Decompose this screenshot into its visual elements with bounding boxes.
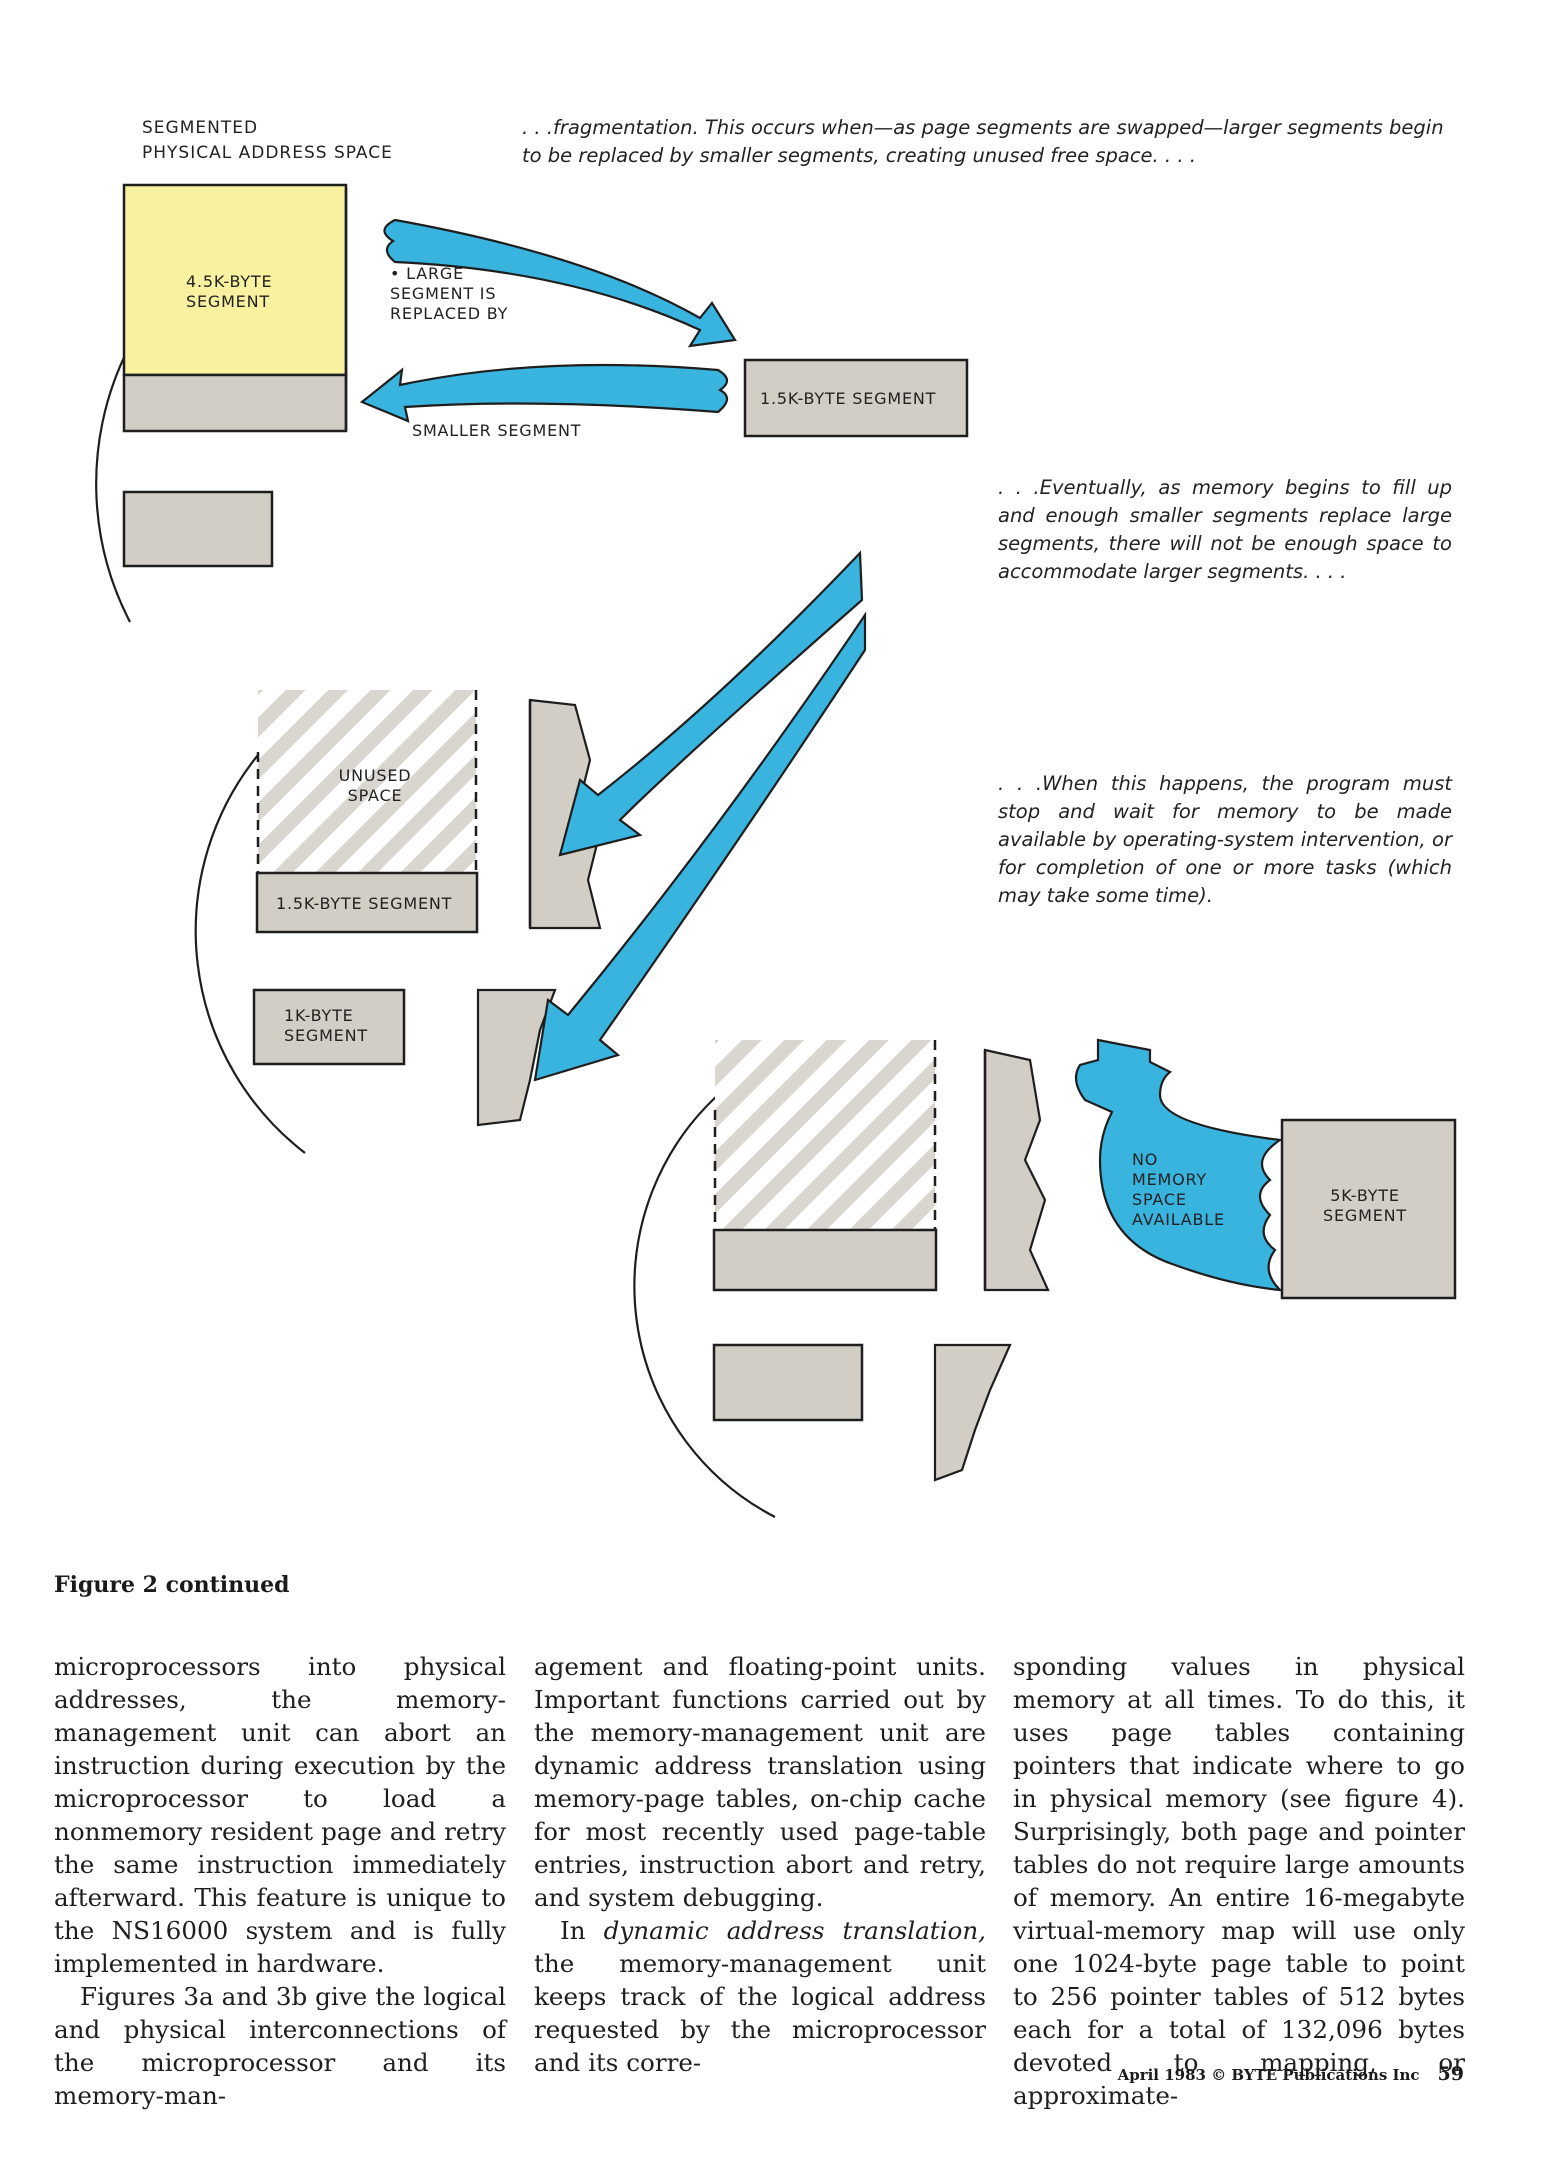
caption-fragmentation: . . .fragmentation. This occurs when—as … bbox=[522, 116, 1444, 167]
segment-1-5k-top-block bbox=[743, 358, 969, 438]
arrow-no-memory bbox=[1074, 1038, 1284, 1292]
article-column-1: microprocessors into physical addresses,… bbox=[54, 1650, 506, 2112]
segment-small-left bbox=[122, 490, 274, 568]
caption-eventually: . . .Eventually, as memory begins to fil… bbox=[998, 476, 1452, 583]
footer-credit: April 1983 © BYTE Publications Inc bbox=[1117, 2066, 1420, 2084]
label-1-5k-top: 1.5K-BYTE SEGMENT bbox=[760, 389, 937, 408]
paragraph: In dynamic address translation, the memo… bbox=[534, 1914, 986, 2079]
segment-1-5k-mid-block bbox=[255, 871, 479, 934]
torn-segment-bottom-lower bbox=[933, 1343, 1012, 1482]
segment-1k-block bbox=[252, 988, 406, 1066]
caption-when-this-happens: . . .When this happens, the program must… bbox=[998, 772, 1452, 907]
hatched-segment-bottom bbox=[715, 1040, 935, 1230]
paragraph-lead: In bbox=[560, 1916, 604, 1945]
segment-bottom-small bbox=[712, 1343, 864, 1422]
paragraph: Figures 3a and 3b give the logical and p… bbox=[54, 1982, 506, 2110]
figure-2-illustration bbox=[95, 183, 1457, 1518]
torn-segment-bottom-upper bbox=[983, 1048, 1050, 1292]
paragraph: sponding values in physical memory at al… bbox=[1013, 1652, 1465, 2110]
page-footer: April 1983 © BYTE Publications Inc 59 bbox=[1118, 2063, 1464, 2085]
label-large-replaced: • LARGE SEGMENT IS REPLACED BY bbox=[390, 264, 509, 323]
label-unused-space: UNUSED SPACE bbox=[338, 766, 412, 805]
label-smaller-segment: SMALLER SEGMENT bbox=[412, 421, 582, 440]
figure-title: Figure 2 continued bbox=[54, 1572, 290, 1598]
emphasis-term: dynamic address translation, bbox=[603, 1916, 986, 1945]
memory-circle-bottom bbox=[633, 1094, 776, 1518]
label-no-memory: NO MEMORY SPACE AVAILABLE bbox=[1132, 1150, 1225, 1229]
article-column-2: agement and floating-point units. Import… bbox=[534, 1650, 986, 2079]
paragraph-rest: the memory-management unit keeps track o… bbox=[534, 1949, 986, 2077]
page-number: 59 bbox=[1437, 2063, 1464, 2085]
segment-bottom-block bbox=[712, 1228, 938, 1292]
unused-space-hatched bbox=[258, 690, 476, 873]
arrow-to-lower-segment bbox=[533, 611, 867, 1082]
segment-below-4-5k bbox=[122, 373, 348, 433]
article-column-3: sponding values in physical memory at al… bbox=[1013, 1650, 1465, 2112]
paragraph: microprocessors into physical addresses,… bbox=[54, 1652, 506, 1978]
label-1k-segment: 1K-BYTE SEGMENT bbox=[284, 1006, 368, 1045]
figure-heading: SEGMENTED PHYSICAL ADDRESS SPACE bbox=[142, 118, 393, 163]
arrow-smaller-segment bbox=[359, 363, 729, 423]
memory-circle-middle bbox=[194, 754, 306, 1154]
arrow-large-replaced bbox=[383, 218, 737, 348]
label-1-5k-mid: 1.5K-BYTE SEGMENT bbox=[276, 894, 453, 913]
paragraph: agement and floating-point units. Import… bbox=[534, 1652, 986, 1912]
arrow-to-unused-space bbox=[558, 550, 864, 857]
torn-segment-mid-lower bbox=[476, 988, 557, 1127]
label-5k-segment: 5K-BYTE SEGMENT bbox=[1323, 1186, 1407, 1225]
segment-5k-block bbox=[1280, 1118, 1457, 1300]
label-4-5k-segment: 4.5K-BYTE SEGMENT bbox=[186, 272, 273, 311]
